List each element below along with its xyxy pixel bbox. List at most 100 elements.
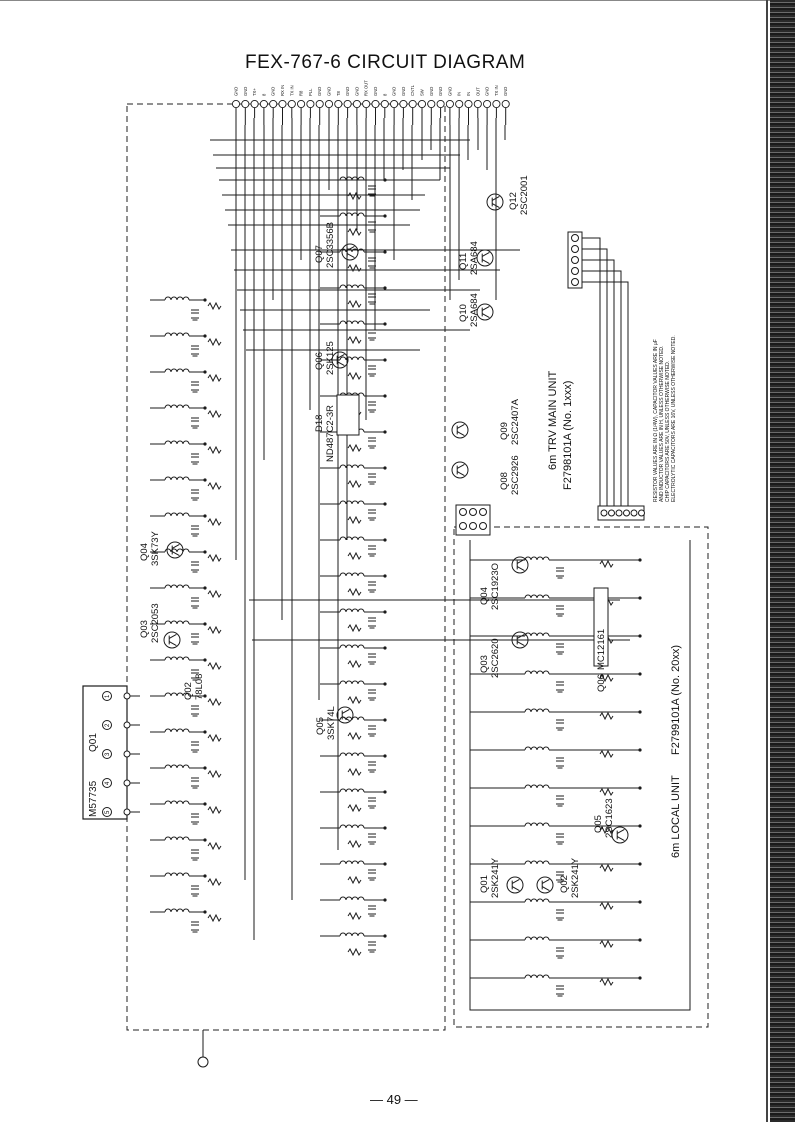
local-transistor	[506, 876, 524, 894]
q03-ref: Q03	[139, 620, 150, 638]
top-connector-label: T8	[336, 90, 341, 96]
main-transistor	[341, 243, 359, 261]
top-connector-pin	[501, 99, 510, 109]
top-connector-label: 8	[382, 93, 387, 96]
q12-ref: Q12	[508, 192, 519, 210]
junction-dot	[638, 900, 642, 904]
local-coil	[524, 746, 550, 751]
top-connector-pin	[259, 99, 268, 109]
local-q02-part: 2SK241Y	[570, 857, 581, 898]
top-connector-pin	[464, 99, 473, 109]
tank-resistor	[347, 443, 362, 453]
filter-coil	[164, 584, 190, 589]
local-resistor	[599, 977, 614, 987]
main-unit-frame	[126, 103, 446, 1031]
top-connector-label: SW	[420, 89, 425, 96]
local-connector-pin	[608, 509, 615, 517]
junction-dot	[638, 862, 642, 866]
top-connector-label: GND	[234, 87, 239, 96]
q09-ref: Q09	[499, 422, 510, 440]
q01-pin-number: 3	[105, 752, 111, 756]
local-unit-labels: Q04 2SC1923O Q03 2SC2620 Q06 MC12161 Q05…	[479, 563, 615, 898]
top-connector-pin	[390, 99, 399, 109]
q03-part: 2SC2053	[150, 603, 161, 643]
tank-resistor	[347, 227, 362, 237]
local-transistor	[611, 826, 629, 844]
local-q04-part: 2SC1923O	[490, 563, 501, 610]
schematic-notes: RESISTOR VALUES ARE IN Ω (1/4W), CAPACIT…	[653, 335, 677, 502]
junction-dot	[383, 178, 387, 182]
bias-resistor	[207, 697, 222, 707]
filter-coil	[164, 656, 190, 661]
q10-part: 2SA684	[469, 293, 480, 327]
junction-dot	[203, 334, 207, 338]
ic-mc12161	[593, 587, 609, 667]
q05-part: 3SK74L	[326, 706, 337, 740]
local-q01-part: 2SK241Y	[490, 857, 501, 898]
bias-resistor	[207, 769, 222, 779]
junction-dot	[203, 514, 207, 518]
top-connector-pin	[362, 99, 371, 109]
top-connector-pin	[455, 99, 464, 109]
top-connector-label: GND	[429, 87, 434, 96]
bias-resistor	[207, 445, 222, 455]
transistor-emitter	[481, 259, 490, 265]
j12-pin	[571, 245, 579, 253]
local-resistor	[599, 863, 614, 873]
transistor-collector	[481, 305, 490, 311]
local-unit-frame	[453, 526, 709, 1028]
local-coil	[524, 594, 550, 599]
filter-coil	[164, 512, 190, 517]
tank-coil	[339, 500, 365, 505]
q01-pin-number: 1	[105, 694, 111, 698]
bias-resistor	[207, 337, 222, 347]
q01-pin-circle	[102, 749, 112, 759]
page-title: FEX-767-6 CIRCUIT DIAGRAM	[245, 52, 526, 73]
top-connector-label: IN	[466, 92, 471, 96]
bias-resistor	[207, 625, 222, 635]
junction-dot	[203, 550, 207, 554]
q07-part: 2SC3356B	[325, 222, 336, 268]
antenna-connector	[197, 1056, 209, 1068]
tank-resistor	[347, 659, 362, 669]
top-connector-label: GND	[503, 87, 508, 96]
note-line-1: RESISTOR VALUES ARE IN Ω (1/4W), CAPACIT…	[653, 339, 659, 502]
top-connector-pin	[334, 99, 343, 109]
main-transistor	[451, 461, 469, 479]
main-connector-pin	[459, 522, 467, 530]
transistor-emitter	[346, 253, 355, 259]
tank-resistor	[347, 335, 362, 345]
main-transistor	[451, 421, 469, 439]
top-connector-label: GND	[327, 87, 332, 96]
j12-pin	[571, 267, 579, 275]
top-connector-label: OUT	[475, 87, 480, 96]
junction-dot	[638, 976, 642, 980]
transistor-collector	[516, 633, 525, 639]
top-connector-pin	[231, 99, 241, 109]
connector-pins	[459, 234, 645, 530]
top-connector-pin	[250, 99, 259, 109]
local-coil	[524, 632, 550, 637]
top-connector-label: GND	[438, 87, 443, 96]
q11-ref: Q11	[458, 253, 469, 270]
top-connector-label: GND	[401, 87, 406, 96]
binding-edge-strip	[770, 0, 795, 1122]
bias-resistor	[207, 517, 222, 527]
tank-coil	[339, 932, 365, 937]
q01-pin-number: 2	[105, 723, 111, 727]
junction-dot	[203, 586, 207, 590]
q04-part: 3SK73Y	[150, 530, 161, 566]
tank-resistor	[347, 263, 362, 273]
q01-module-label: M57735	[88, 780, 99, 817]
tank-coil	[339, 284, 365, 289]
note-line-2: AND INDUCTOR VALUES ARE IN H, UNLESS OTH…	[659, 346, 665, 502]
top-connector-pin	[417, 99, 427, 109]
top-connector-pin	[306, 99, 315, 109]
main-transistor	[166, 541, 184, 559]
transistor-collector	[346, 245, 355, 251]
local-q06-ref: Q06	[596, 674, 607, 692]
filter-coil	[164, 800, 190, 805]
local-q04-ref: Q04	[479, 587, 490, 605]
top-connector-pin	[278, 99, 287, 109]
junction-dot	[383, 322, 387, 326]
